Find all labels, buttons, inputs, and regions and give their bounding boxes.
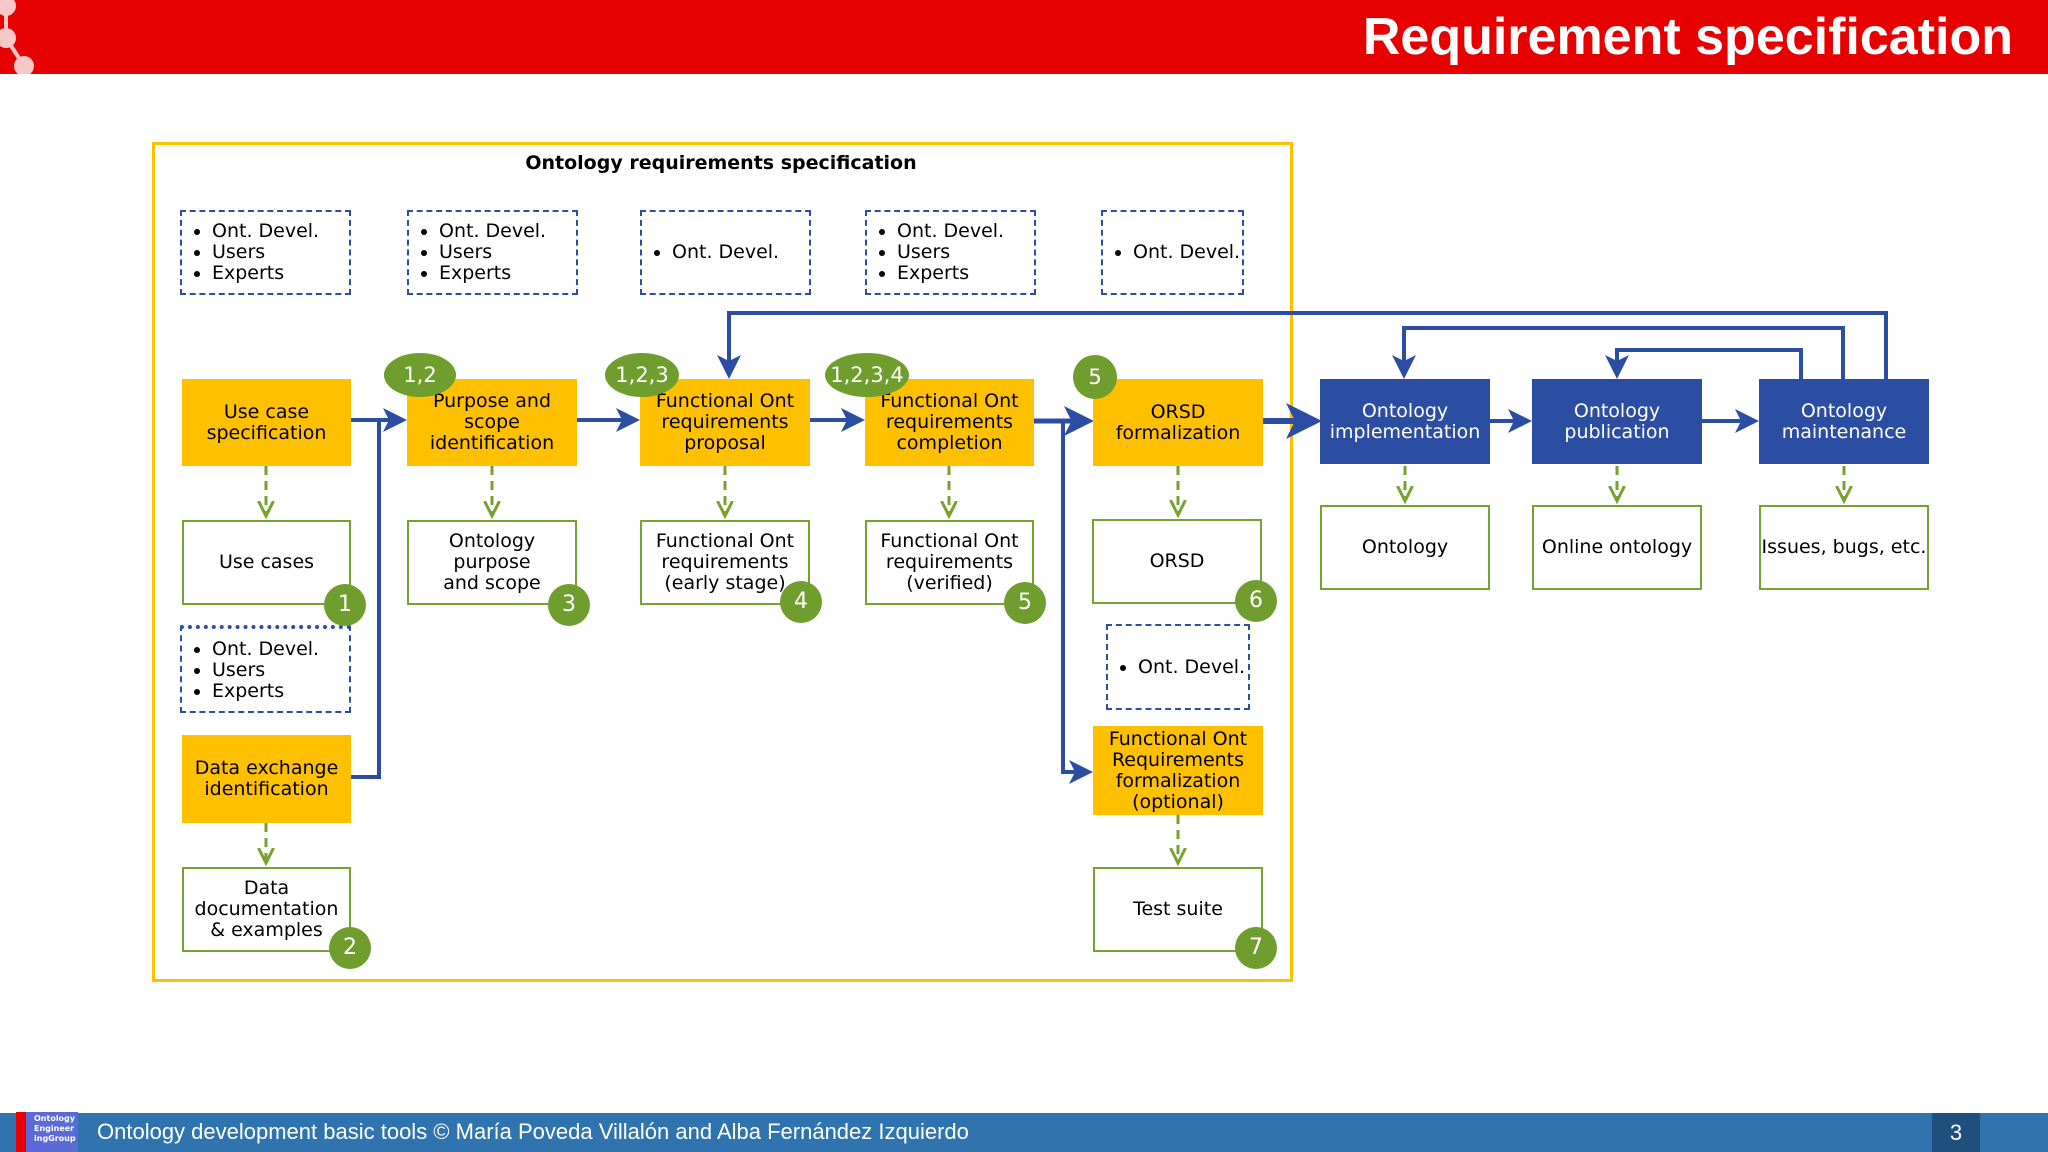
output-test-suite: Test suite: [1093, 867, 1263, 952]
output-badge: 2: [329, 927, 371, 969]
page-number: 3: [1932, 1113, 1980, 1152]
activity-requirements-formalization: Functional Ont Requirements formalizatio…: [1093, 726, 1263, 815]
footer-bar: Ontology development basic tools © María…: [0, 1113, 2048, 1152]
output-badge: 5: [1004, 582, 1046, 624]
feedback-arrow: [1392, 326, 1845, 379]
activity-ontology-implementation: Ontology implementation: [1320, 379, 1490, 464]
output-online-ontology: Online ontology: [1532, 505, 1702, 590]
output-badge: 3: [548, 584, 590, 626]
actors-box: Ont. Devel.UsersExperts: [865, 210, 1036, 295]
output-badge: 6: [1235, 580, 1277, 622]
input-badge: 1,2,3: [605, 353, 679, 397]
actors-box: Ont. Devel.: [1101, 210, 1244, 295]
frame-title: Ontology requirements specification: [525, 152, 917, 174]
actors-box: Ont. Devel.UsersExperts: [180, 625, 351, 713]
requirements-spec-frame: [152, 142, 1293, 982]
activity-ontology-maintenance: Ontology maintenance: [1759, 379, 1929, 464]
output-orsd: ORSD: [1092, 519, 1262, 604]
input-badge: 5: [1073, 355, 1117, 399]
output-verified: Functional Ont requirements (verified): [865, 520, 1034, 605]
actors-box: Ont. Devel.UsersExperts: [407, 210, 578, 295]
actors-box: Ont. Devel.: [640, 210, 811, 295]
output-ontology: Ontology: [1320, 505, 1490, 590]
oeg-logo-text: Ontology Engineer ingGroup: [34, 1114, 76, 1143]
header-bar: Requirement specification: [0, 0, 2048, 74]
output-purpose-scope: Ontology purpose and scope: [407, 520, 577, 605]
activity-requirements-completion: Functional Ont requirements completion: [865, 379, 1034, 466]
feedback-arrow: [717, 311, 1888, 379]
activity-ontology-publication: Ontology publication: [1532, 379, 1702, 464]
output-issues: Issues, bugs, etc.: [1759, 505, 1929, 590]
output-early-stage: Functional Ont requirements (early stage…: [640, 520, 810, 605]
output-data-documentation: Data documentation & examples: [182, 867, 351, 952]
output-badge: 1: [324, 584, 366, 626]
footer-text: Ontology development basic tools © María…: [97, 1119, 969, 1144]
activity-data-exchange: Data exchange identification: [182, 735, 351, 823]
slide-title: Requirement specification: [1362, 8, 2013, 66]
flow-arrow: [1061, 421, 1093, 784]
feedback-arrow: [1605, 348, 1803, 379]
output-badge: 7: [1235, 927, 1277, 969]
molecule-logo-icon: [0, 0, 34, 74]
actors-box: Ont. Devel.: [1106, 624, 1250, 710]
actors-box: Ont. Devel.UsersExperts: [180, 210, 351, 295]
activity-requirements-proposal: Functional Ont requirements proposal: [640, 379, 810, 466]
output-badge: 4: [780, 581, 822, 623]
input-badge: 1,2,3,4: [825, 353, 909, 397]
output-use-cases: Use cases: [182, 520, 351, 605]
flow-arrow: [351, 420, 381, 779]
input-badge: 1,2: [384, 353, 456, 397]
activity-orsd-formalization: ORSD formalization: [1093, 379, 1263, 466]
oeg-logo: Ontology Engineer ingGroup: [16, 1112, 78, 1152]
activity-use-case-specification: Use case specification: [182, 379, 351, 466]
